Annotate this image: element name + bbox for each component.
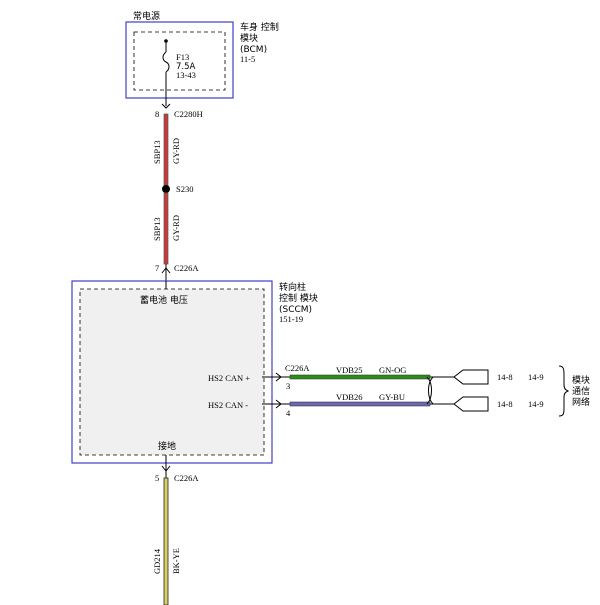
connector-bottom-pin: 5 <box>155 473 159 483</box>
fuse-icon <box>162 51 170 73</box>
sccm-name-line1: 转向柱 <box>279 281 306 293</box>
can-high-pin: 3 <box>286 381 290 391</box>
network-line2: 通信 <box>572 385 590 397</box>
sccm-ref: 151-19 <box>279 314 303 324</box>
can-high-color: GN-OG <box>379 365 406 375</box>
wire-upper-1-color: GY-RD <box>171 138 181 164</box>
can-low-circuit: VDB26 <box>336 392 362 402</box>
power-label: 常电源 <box>133 10 160 22</box>
bcm-module <box>125 21 234 99</box>
can-low-arrow-icon <box>275 399 282 409</box>
wire-upper-2 <box>163 192 169 265</box>
wire-upper-2-color: GY-RD <box>171 215 181 241</box>
can-high-label: HS2 CAN + <box>208 373 250 383</box>
can-low-wire <box>289 401 431 407</box>
connector-top-pin: 8 <box>155 109 159 119</box>
twisted-pair-left-icon <box>426 376 432 405</box>
can-low-color: GY-BU <box>379 392 405 402</box>
fuse-rating: 7.5A <box>176 62 196 72</box>
wire-upper-1-circuit: SBP13 <box>152 140 162 164</box>
network-line1: 模块 <box>572 374 590 386</box>
sccm-battery-label: 蓄电池 电压 <box>140 294 188 306</box>
twisted-pair-right-icon <box>428 376 434 405</box>
can-low-ref2: 14-9 <box>528 399 544 409</box>
connector-bottom-id: C226A <box>174 473 199 483</box>
connector-mid-id: C226A <box>174 263 199 273</box>
bcm-internal-boundary <box>133 31 226 91</box>
can-high-arrow-icon <box>275 372 282 382</box>
can-high-circuit: VDB25 <box>336 365 362 375</box>
network-line3: 网络 <box>572 396 590 408</box>
bcm-name-line3: (BCM) <box>240 45 267 55</box>
ground-wire-circuit: GD214 <box>152 548 162 574</box>
splice-dot <box>162 185 170 193</box>
bcm-module-outline <box>125 21 234 99</box>
sccm-ground-label: 接地 <box>158 440 176 452</box>
sccm-internal-boundary <box>79 288 265 456</box>
can-low-label: HS2 CAN - <box>208 400 248 410</box>
connector-mid-pin: 7 <box>155 263 159 273</box>
sccm-name-line2: 控制 模块 <box>279 292 318 304</box>
fuse-id: F13 <box>176 52 189 62</box>
can-high-ref2: 14-9 <box>528 372 544 382</box>
wire-upper-1 <box>163 113 169 188</box>
ground-wire-color: BK-YE <box>171 548 181 574</box>
bcm-name-line1: 车身 控制 <box>240 21 279 33</box>
can-high-wire <box>289 374 431 380</box>
connector-top-id: C2280H <box>174 109 203 119</box>
connector-bottom-arrow-icon <box>161 465 171 472</box>
bcm-name-line2: 模块 <box>240 32 258 44</box>
network-brace-icon <box>558 365 570 417</box>
can-high-ref1: 14-8 <box>497 372 513 382</box>
splice-id: S230 <box>176 184 193 194</box>
can-low-offpage-connector-icon <box>453 396 489 412</box>
sccm-name-line3: (SCCM) <box>279 305 312 315</box>
can-high-offpage-connector-icon <box>453 369 489 385</box>
can-high-connector: C226A <box>285 363 310 373</box>
wire-upper-2-circuit: SBP13 <box>152 217 162 241</box>
bcm-ref: 11-5 <box>240 54 255 64</box>
ground-wire <box>163 477 169 605</box>
connector-top-arrow-icon <box>161 103 171 109</box>
sccm-module <box>71 280 273 464</box>
can-low-pin: 4 <box>286 408 291 418</box>
fuse-ref: 13-43 <box>176 70 196 80</box>
can-low-ref1: 14-8 <box>497 399 513 409</box>
